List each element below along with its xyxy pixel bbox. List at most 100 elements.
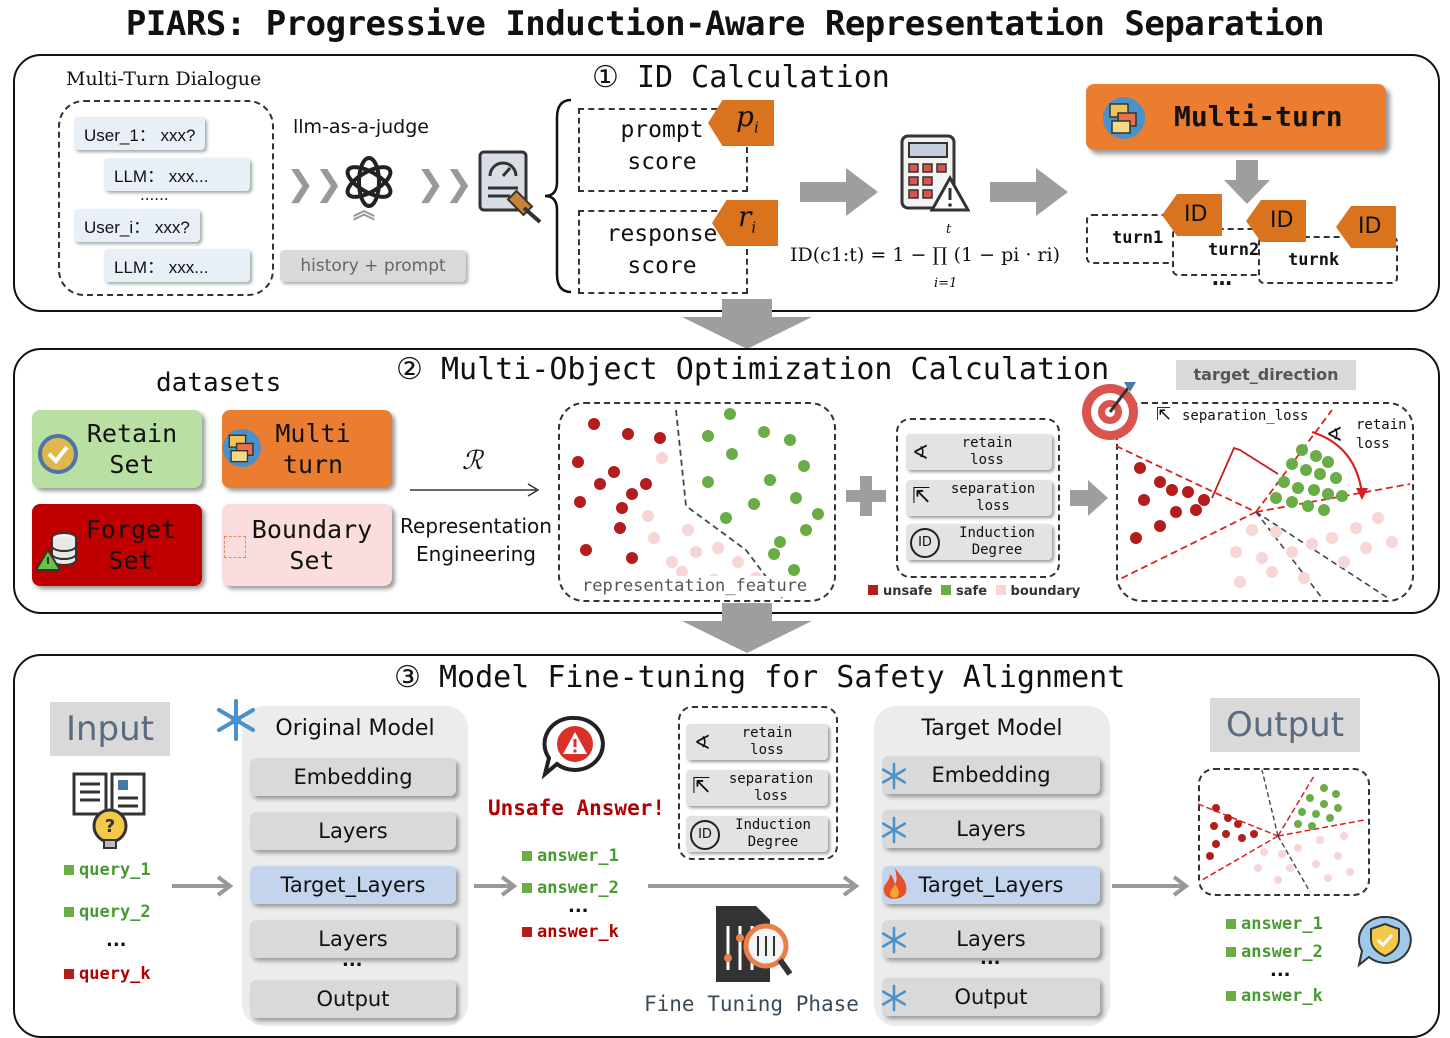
dialogue-box — [58, 100, 274, 296]
original-model-title: Original Model — [275, 716, 435, 741]
boundary-point — [1260, 848, 1268, 856]
warning-bubble-icon — [541, 715, 605, 780]
safe-point — [1320, 800, 1328, 808]
dialogue-turn: LLM： xxx... — [104, 249, 250, 282]
retain-set-label: Retain Set — [86, 419, 178, 479]
answer-item: answer_2 — [522, 878, 619, 898]
safe-point — [1300, 464, 1312, 476]
unsafe-point — [1154, 520, 1166, 532]
safe-point — [798, 460, 810, 472]
unsafe-point — [1170, 506, 1182, 518]
answer-ellipsis: ... — [568, 896, 589, 917]
safe-point — [1322, 488, 1334, 500]
section1-title: ① ID Calculation — [592, 60, 890, 95]
unsafe-point — [1198, 494, 1210, 506]
safe-point — [1306, 794, 1314, 802]
orig-target-layers: Target_Layers — [250, 866, 456, 904]
id-tag-label: ID — [1270, 208, 1294, 233]
safe-point — [1314, 468, 1326, 480]
p-tag-label: pi — [736, 100, 759, 137]
target-embedding-label: Embedding — [931, 763, 1051, 787]
forget-set-label: Forget Set — [85, 515, 177, 575]
unsafe-answer-label: Unsafe Answer! — [488, 796, 666, 820]
p-symbol: p — [736, 100, 754, 133]
boundary-point — [690, 546, 702, 558]
output-answer-label: answer_2 — [1241, 942, 1323, 962]
output-label: Output — [1210, 698, 1360, 752]
boundary-point — [1306, 538, 1318, 550]
target-direction-box — [1116, 402, 1414, 602]
arrow-right-icon — [1112, 875, 1190, 897]
safe-point — [720, 512, 732, 524]
unsafe-point — [1224, 814, 1232, 822]
unsafe-point — [1138, 494, 1150, 506]
dialogue-turn: LLM： xxx... — [104, 158, 250, 191]
unsafe-point — [1212, 804, 1220, 812]
multiturn-label: Multi-turn — [1174, 100, 1343, 133]
snowflake-icon — [881, 926, 907, 954]
diagonal-arrow-icon: ⇱ — [912, 484, 931, 509]
question-document-icon: ? — [72, 772, 146, 849]
orig-embedding: Embedding — [250, 758, 456, 796]
boundary-point — [1316, 836, 1324, 844]
safe-point — [1310, 450, 1322, 462]
safe-point — [1322, 456, 1334, 468]
rep-eng-label: Representation Engineering — [400, 514, 552, 566]
target-target-layers-label: Target_Layers — [918, 873, 1064, 897]
separation-line — [1116, 445, 1257, 513]
p-subscript: i — [753, 118, 759, 137]
judge-label: llm-as-a-judge — [293, 116, 429, 138]
unsafe-point — [626, 552, 638, 564]
answer-swatch — [522, 883, 532, 893]
boundary-point — [1346, 868, 1354, 876]
boundary-point — [648, 532, 660, 544]
boundary-point — [1350, 522, 1362, 534]
legend-unsafe: unsafe — [883, 584, 933, 599]
boundary-line — [1261, 769, 1279, 837]
id-circle-icon: ID — [910, 528, 940, 558]
angle-icon: ∢ — [912, 440, 929, 464]
output-answer-swatch — [1226, 991, 1236, 1001]
boundary-point — [1286, 546, 1298, 558]
unsafe-point — [572, 456, 584, 468]
boundary-point — [1286, 864, 1294, 872]
target-dots: ... — [980, 948, 1001, 969]
id-tag — [1246, 200, 1306, 242]
safe-point — [702, 476, 714, 488]
boundary-point — [1372, 512, 1384, 524]
query-ellipsis: ... — [106, 930, 127, 951]
target-layers: Layers — [882, 920, 1100, 958]
snowflake-icon — [881, 762, 907, 790]
legend: unsafe safe boundary — [868, 584, 1080, 599]
target-scatter — [1116, 409, 1411, 599]
page-title: PIARS: Progressive Induction-Aware Repre… — [125, 4, 1325, 44]
boundary-point — [1338, 556, 1350, 568]
unsafe-point — [608, 466, 620, 478]
dialogue-ellipsis: ...... — [140, 186, 169, 204]
boundary-point — [732, 556, 744, 568]
boundary-point — [1386, 536, 1398, 548]
query-label: query_2 — [79, 902, 151, 922]
boundary-point — [1340, 832, 1348, 840]
separation-loss-chip: separation loss — [906, 480, 1052, 516]
boundary-point — [1270, 526, 1282, 538]
prompt-score-box — [578, 108, 748, 192]
boundary-point — [1266, 566, 1278, 578]
feature-scatter — [572, 408, 824, 599]
safe-point — [1298, 808, 1306, 816]
judge-gavel-icon — [478, 150, 542, 224]
answer-label: answer_k — [537, 922, 619, 942]
legend-boundary: boundary — [1010, 584, 1081, 599]
induction-degree-label: Induction Degree — [959, 525, 1035, 558]
safe-point — [748, 498, 760, 510]
unsafe-point — [1222, 830, 1230, 838]
query-swatch — [64, 907, 74, 917]
arrow-down-icon — [1224, 160, 1270, 204]
section2-title: ② Multi-Object Optimization Calculation — [396, 352, 1110, 387]
id-circle-icon: ID — [690, 820, 720, 850]
unsafe-point — [1250, 830, 1258, 838]
legend-boundary-swatch — [995, 585, 1006, 595]
output-answer-swatch — [1226, 947, 1236, 957]
target-embedding: Embedding — [882, 756, 1100, 794]
safe-point — [1318, 504, 1330, 516]
